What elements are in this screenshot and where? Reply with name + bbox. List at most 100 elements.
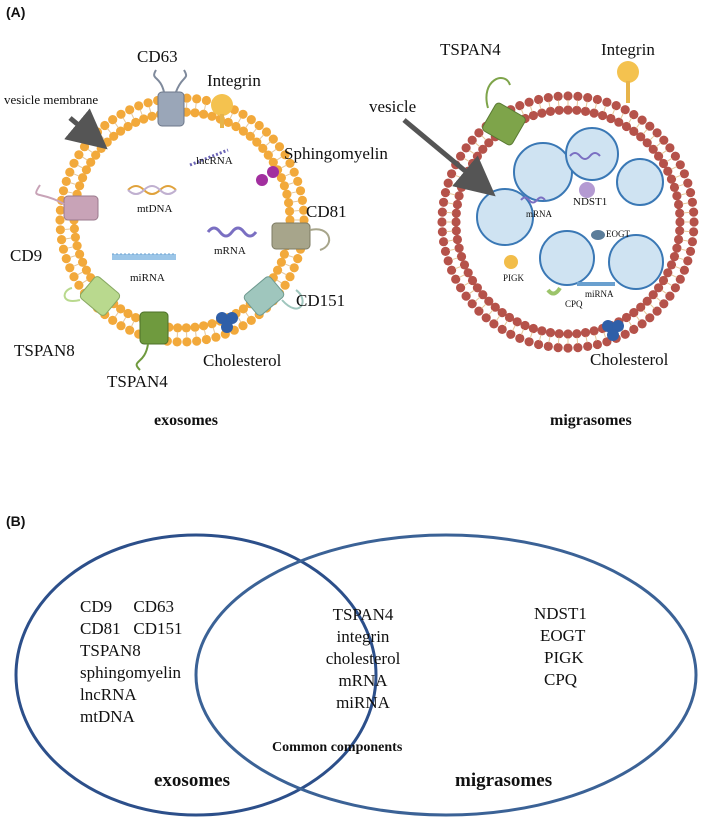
membrane-bead	[663, 166, 673, 176]
lipid-tail	[203, 329, 207, 336]
lipid-tail	[611, 109, 616, 115]
membrane-bead	[263, 150, 273, 160]
lipid-tail	[585, 336, 588, 343]
eogt-icon	[591, 230, 605, 240]
list-item: TSPAN8	[80, 641, 141, 660]
lipid-tail	[520, 329, 525, 335]
membrane-bead	[125, 325, 135, 335]
tspan4-protein-migra	[482, 77, 526, 146]
membrane-bead	[484, 296, 494, 306]
ndst1-icon	[579, 182, 595, 198]
lipid-tail	[661, 149, 667, 155]
membrane-bead	[665, 143, 675, 153]
membrane-bead	[675, 217, 685, 227]
membrane-bead	[654, 151, 664, 161]
tspan4-label-exo: TSPAN4	[107, 372, 168, 391]
membrane-bead	[451, 208, 461, 218]
membrane-bead	[685, 246, 696, 256]
list-item: sphingomyelin	[80, 663, 182, 682]
membrane-bead	[580, 106, 591, 116]
membrane-bead	[589, 108, 599, 118]
lipid-tail	[122, 117, 127, 124]
lipid-tail	[82, 156, 88, 161]
membrane-bead	[70, 232, 80, 242]
common-components-title: Common components	[272, 740, 403, 755]
membrane-bead	[689, 207, 699, 217]
membrane-bead	[515, 333, 525, 343]
membrane-bead	[86, 157, 96, 167]
membrane-bead	[645, 121, 655, 131]
membrane-bead	[295, 186, 306, 196]
membrane-bead	[652, 306, 662, 316]
membrane-bead	[666, 260, 677, 270]
membrane-bead	[672, 243, 682, 253]
membrane-bead	[543, 93, 553, 103]
mrna-label-migra: mRNA	[526, 209, 553, 219]
internal-vesicles	[476, 127, 664, 290]
membrane-bead	[689, 227, 699, 237]
pigk-label: PIGK	[503, 273, 525, 283]
membrane-bead	[299, 205, 309, 215]
lipid-tail	[675, 174, 681, 179]
membrane-bead	[443, 256, 453, 266]
mrna-icon-exo	[206, 226, 258, 238]
membrane-bead	[280, 280, 290, 290]
membrane-bead	[474, 306, 484, 316]
membrane-bead	[467, 135, 477, 145]
membrane-bead	[192, 94, 202, 104]
mtdna-icon	[127, 185, 177, 195]
membrane-bead	[598, 110, 608, 121]
lipid-tail	[73, 263, 80, 267]
lipid-tail	[557, 337, 560, 344]
membrane-bead	[636, 302, 646, 312]
vesicle-membrane-label: vesicle membrane	[4, 92, 99, 107]
membrane-bead	[65, 263, 75, 273]
lipid-tail	[620, 113, 624, 119]
lipid-tail	[447, 202, 454, 205]
mtdna-label: mtDNA	[137, 203, 173, 215]
lipid-tail	[474, 142, 481, 148]
membrane-bead	[674, 199, 684, 210]
membrane-bead	[284, 198, 294, 208]
lipid-tail	[139, 109, 143, 116]
lipid-tail	[259, 134, 265, 140]
lipid-tail	[666, 157, 673, 162]
lipid-tail	[671, 274, 677, 278]
membrane-bead	[506, 329, 516, 339]
membrane-bead	[274, 142, 285, 152]
membrane-bead	[211, 332, 221, 342]
lipid-tail	[585, 101, 588, 108]
membrane-bead	[629, 308, 639, 318]
membrane-bead	[238, 109, 248, 119]
vesicle-arrow	[402, 118, 496, 197]
lipid-tail	[449, 193, 456, 196]
list-item: EOGT	[540, 626, 586, 645]
membrane-bead	[454, 191, 464, 201]
membrane-bead	[666, 174, 677, 184]
membrane-bead	[592, 94, 603, 105]
lipid-tail	[280, 164, 287, 169]
membrane-bead	[672, 191, 682, 201]
membrane-bead	[273, 265, 283, 275]
membrane-bead	[675, 208, 685, 218]
lipid-tail	[284, 173, 291, 177]
membrane-bead	[553, 343, 563, 353]
membrane-bead	[246, 115, 256, 125]
membrane-bead	[223, 117, 233, 127]
lipid-tail	[649, 135, 655, 141]
membrane-bead	[573, 343, 583, 353]
membrane-bead	[238, 321, 248, 331]
membrane-bead	[472, 283, 482, 293]
membrane-bead	[181, 323, 191, 333]
membrane-bead	[478, 290, 488, 300]
membrane-bead	[116, 126, 126, 136]
lipid-tail	[469, 149, 475, 155]
lipid-tail	[576, 337, 579, 344]
membrane-bead	[463, 268, 473, 278]
membrane-bead	[642, 138, 652, 148]
membrane-bead	[440, 188, 451, 198]
membrane-bead	[258, 143, 268, 153]
list-item: PIGK	[544, 648, 584, 667]
membrane-bead	[545, 328, 556, 338]
membrane-bead	[543, 341, 553, 351]
